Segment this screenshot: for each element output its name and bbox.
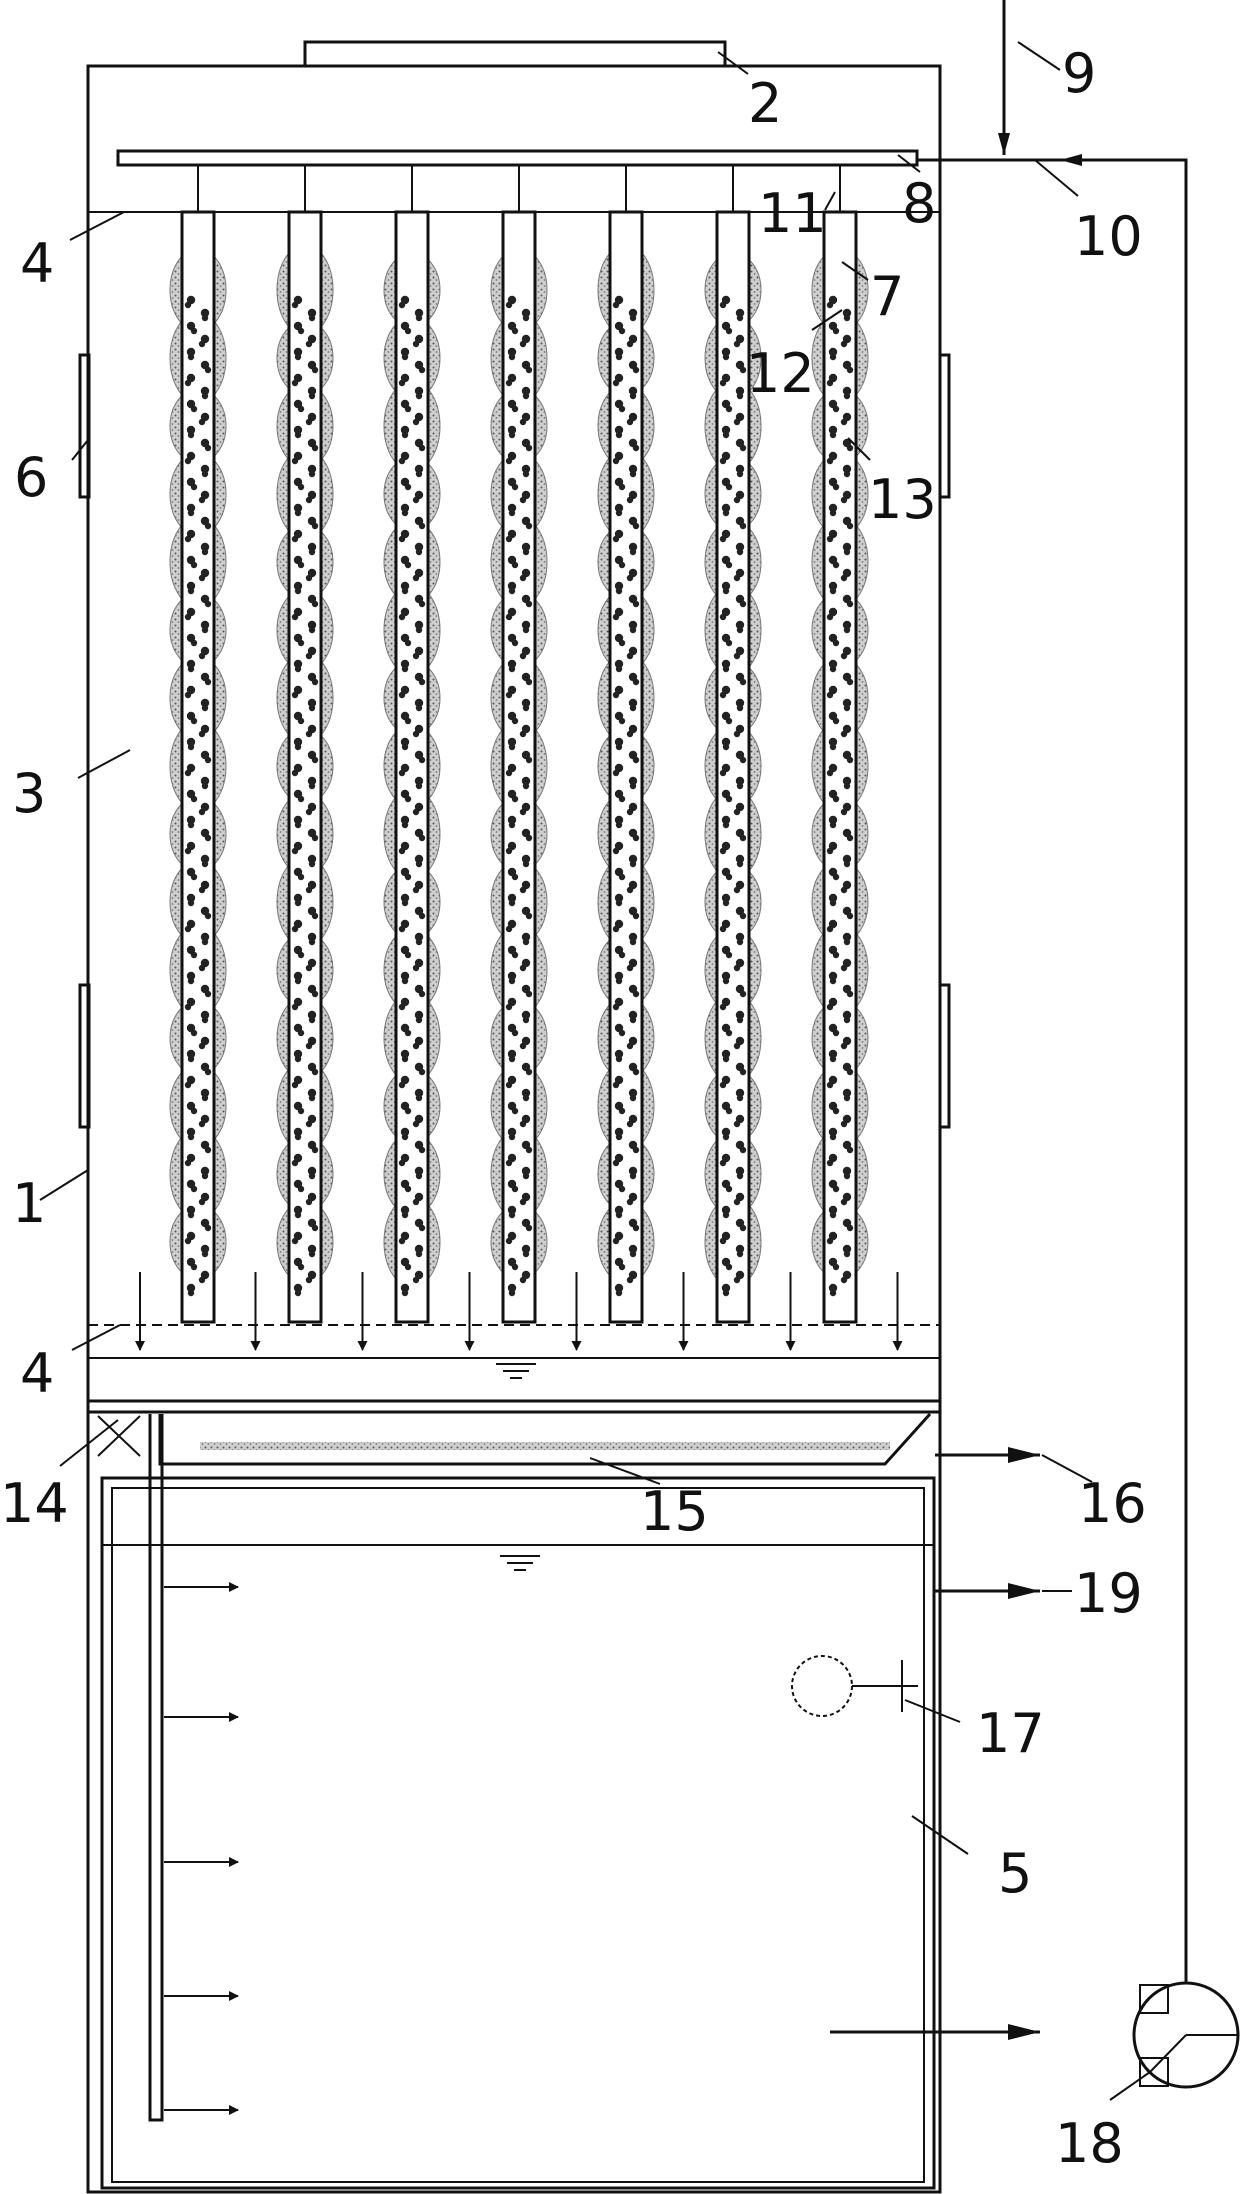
sensor-probe [791, 1655, 853, 1717]
label-4-bottom: 4 [20, 1342, 54, 1405]
carrier-media [505, 295, 533, 1297]
carrier-media [612, 295, 640, 1297]
distribution-manifold [116, 149, 919, 167]
tube-6 [704, 210, 762, 1324]
tube-3 [383, 210, 441, 1324]
label-16: 16 [1078, 1472, 1147, 1535]
pipe-outlet-arrows [164, 1582, 239, 2115]
label-18: 18 [1055, 2112, 1124, 2175]
label-7: 7 [870, 265, 904, 328]
label-12: 12 [746, 342, 815, 405]
label-3: 3 [12, 762, 46, 825]
label-17: 17 [976, 1702, 1045, 1765]
side-window-right-lower [938, 983, 951, 1129]
recirculation-line [1080, 158, 1188, 1983]
water-tank-inner [111, 1487, 925, 2183]
tube-wall [501, 210, 537, 1324]
label-4-top: 4 [20, 232, 54, 295]
side-window-left-lower [78, 983, 91, 1129]
label-14: 14 [0, 1472, 69, 1535]
pump [1132, 1981, 1240, 2089]
label-8: 8 [902, 172, 936, 235]
label-19: 19 [1074, 1562, 1143, 1625]
label-13: 13 [868, 468, 937, 531]
label-1: 1 [12, 1172, 46, 1235]
vertical-pipe [148, 1414, 164, 2122]
tube-wall [180, 210, 216, 1324]
tube-wall [394, 210, 430, 1324]
label-5: 5 [998, 1842, 1032, 1905]
downflow-arrows [135, 1272, 903, 1351]
tube-2 [276, 210, 334, 1324]
carrier-media [398, 295, 426, 1297]
sludge-hopper [158, 1412, 932, 1466]
label-15: 15 [640, 1480, 709, 1543]
water-tank-outer [100, 1476, 936, 2190]
carrier-media [184, 295, 212, 1297]
manifold-risers [197, 165, 841, 212]
label-6: 6 [14, 446, 48, 509]
tube-5 [597, 210, 655, 1324]
tube-array [169, 210, 869, 1324]
tube-1 [169, 210, 227, 1324]
top-cap [303, 40, 727, 68]
leader-lines [39, 41, 1151, 2101]
tube-7 [811, 210, 869, 1324]
tube-wall [608, 210, 644, 1324]
carrier-media [826, 295, 854, 1297]
label-11: 11 [758, 182, 827, 245]
water-level-symbol-lower [500, 1555, 540, 1571]
sludge-layer [200, 1442, 890, 1450]
label-9: 9 [1062, 42, 1096, 105]
tube-4 [490, 210, 548, 1324]
tube-wall [287, 210, 323, 1324]
tube-wall [715, 210, 751, 1324]
water-level-symbol-upper [496, 1363, 536, 1379]
label-2: 2 [748, 72, 782, 135]
side-window-left-upper [78, 353, 91, 499]
tube-wall [822, 210, 858, 1324]
carrier-media [719, 295, 747, 1297]
carrier-media [291, 295, 319, 1297]
label-10: 10 [1074, 205, 1143, 268]
cross-diffuser [97, 1415, 141, 1457]
side-window-right-upper [938, 353, 951, 499]
